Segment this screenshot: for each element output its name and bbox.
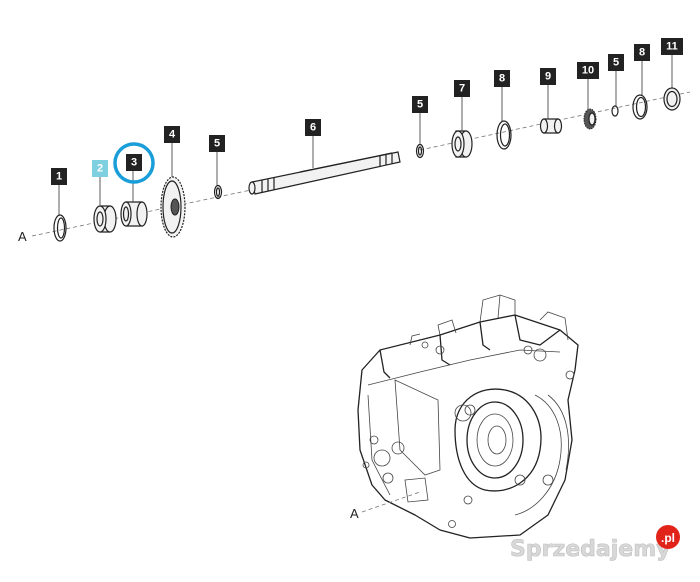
callout-4[interactable]: 4 <box>164 126 180 143</box>
svg-text:8: 8 <box>499 73 505 85</box>
svg-text:8: 8 <box>639 47 645 59</box>
svg-text:1: 1 <box>56 171 62 183</box>
part-5-ring-left[interactable] <box>213 184 223 200</box>
part-5-ring-mid[interactable] <box>415 143 425 159</box>
svg-text:Sprzedajemy: Sprzedajemy <box>510 537 671 562</box>
svg-text:9: 9 <box>545 71 551 83</box>
part-6-shaft[interactable] <box>248 151 401 195</box>
svg-text:5: 5 <box>214 138 220 150</box>
callout-5-mid[interactable]: 5 <box>412 96 428 113</box>
callout-8-mid[interactable]: 8 <box>494 70 510 87</box>
selection-ring <box>113 142 155 184</box>
svg-text:10: 10 <box>582 65 594 77</box>
leader-lines <box>58 55 673 215</box>
part-7-bearing[interactable] <box>451 130 473 158</box>
part-5-ring-right[interactable] <box>611 105 619 117</box>
callout-3[interactable]: 3 <box>126 154 142 171</box>
svg-text:6: 6 <box>310 122 316 134</box>
watermark: Sprzedajemy .pl <box>510 525 680 562</box>
axis-ref-bottom: A <box>350 506 359 521</box>
axis-ref-top: A <box>18 229 27 244</box>
callout-1[interactable]: 1 <box>51 168 67 185</box>
svg-text:3: 3 <box>131 157 137 169</box>
svg-text:7: 7 <box>459 83 465 95</box>
part-10-small-gear[interactable] <box>583 108 597 130</box>
watermark-badge-icon <box>656 525 680 549</box>
callout-11[interactable]: 11 <box>661 38 683 55</box>
callout-5-right[interactable]: 5 <box>608 54 624 71</box>
part-1-snap-ring[interactable] <box>53 214 67 242</box>
callout-10[interactable]: 10 <box>577 62 599 79</box>
gearbox-housing[interactable] <box>357 294 579 539</box>
callout-2[interactable]: 2 <box>92 160 108 177</box>
callout-5-left[interactable]: 5 <box>209 135 225 152</box>
part-3-bushing[interactable] <box>120 201 148 227</box>
svg-text:2: 2 <box>97 163 103 175</box>
part-11-cap[interactable] <box>663 87 681 111</box>
svg-text:.pl: .pl <box>661 531 675 545</box>
assembly-axis <box>31 91 691 237</box>
svg-text:4: 4 <box>169 129 176 141</box>
callout-7[interactable]: 7 <box>454 80 470 97</box>
callout-6[interactable]: 6 <box>305 119 321 136</box>
svg-text:5: 5 <box>613 57 619 69</box>
part-8-snap-ring-mid[interactable] <box>496 120 512 150</box>
callout-labels: 1 2 3 4 5 6 5 7 8 9 10 5 8 11 <box>51 38 683 185</box>
part-9-bushing[interactable] <box>539 118 563 134</box>
housing-axis <box>361 491 421 513</box>
part-2-bearing[interactable] <box>93 205 117 233</box>
svg-text:11: 11 <box>666 41 678 53</box>
callout-9[interactable]: 9 <box>540 68 556 85</box>
part-4-gear[interactable] <box>160 176 186 238</box>
part-8-snap-ring-right[interactable] <box>632 94 648 120</box>
svg-text:5: 5 <box>417 99 423 111</box>
callout-8-right[interactable]: 8 <box>634 44 650 61</box>
